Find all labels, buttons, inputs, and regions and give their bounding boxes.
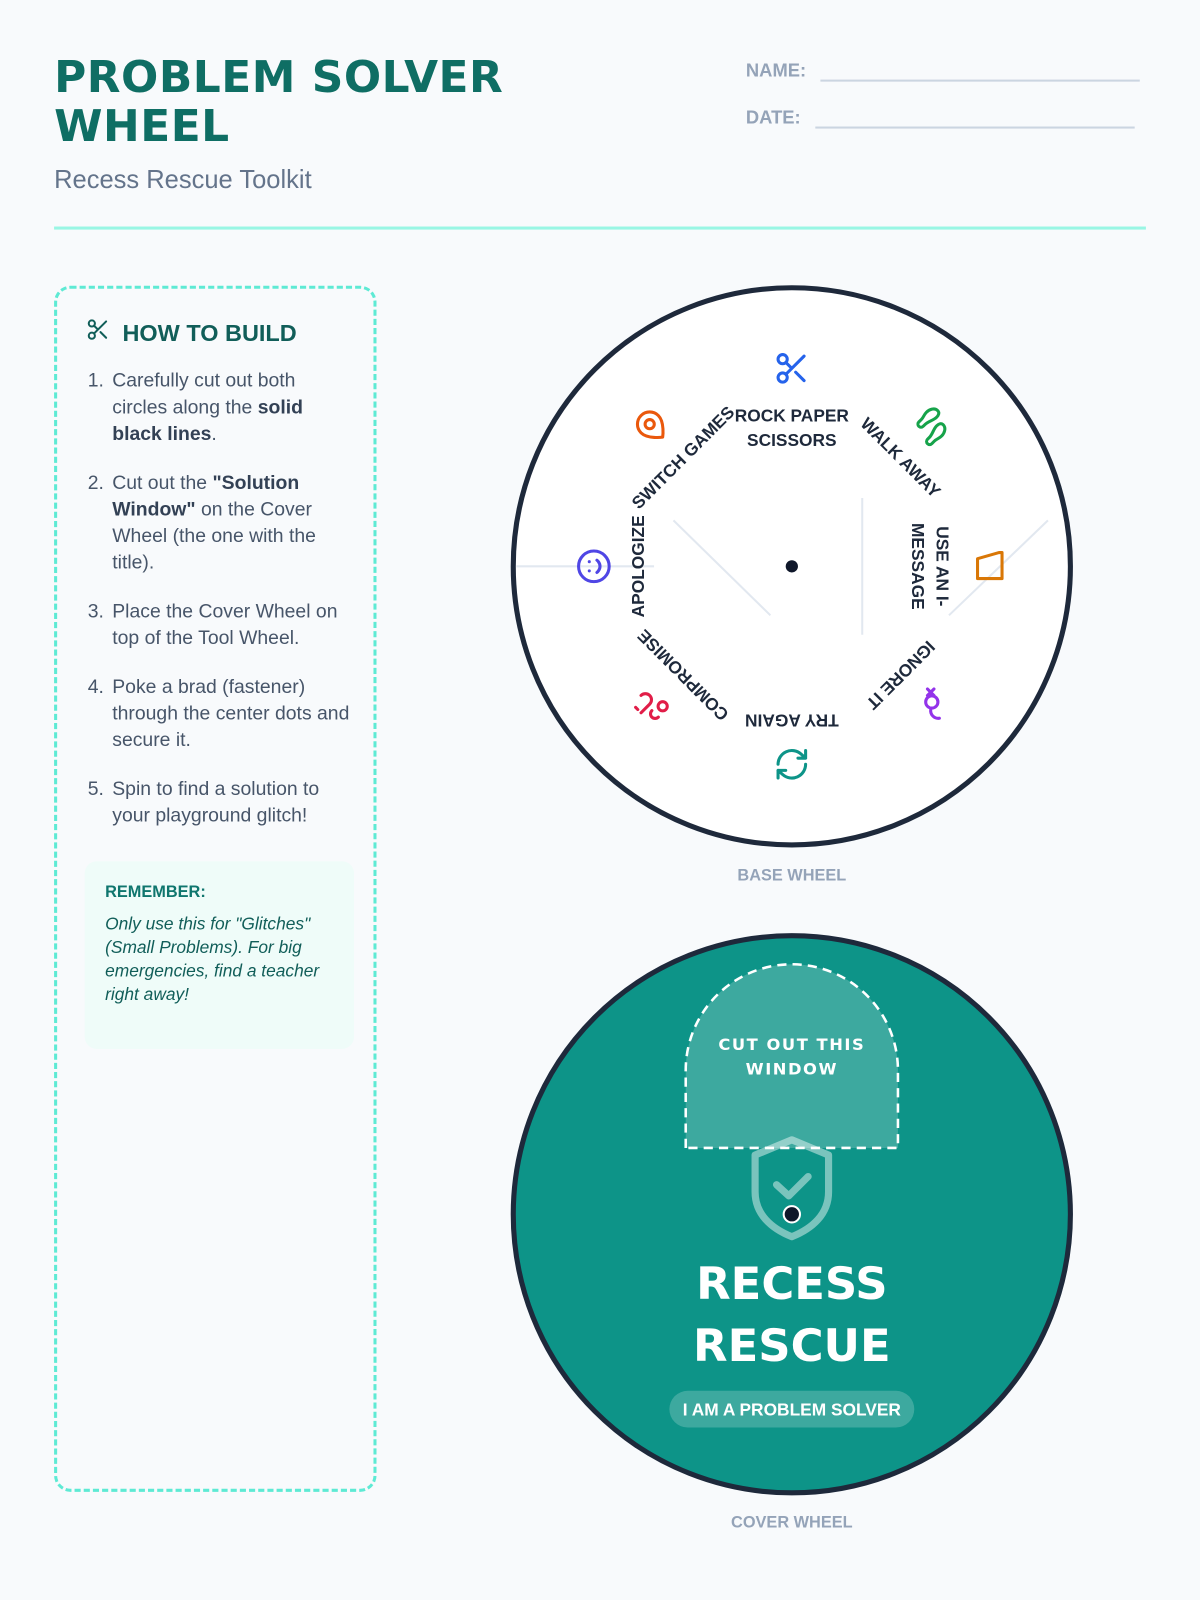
wheel-item: USE AN I-MESSAGE <box>908 523 1004 610</box>
wheel-item: TRY AGAIN <box>745 710 839 780</box>
wheel-item: ROCK PAPER SCISSORS <box>735 353 850 450</box>
step-number: 3. <box>87 601 104 623</box>
header-divider <box>54 226 1146 230</box>
wheel-item-label: ROCK PAPER <box>735 405 850 425</box>
step-text-part: Spin to find a solution to your playgrou… <box>112 778 320 827</box>
page-title: PROBLEM SOLVER WHEEL <box>54 52 504 153</box>
instruction-step: 3. Place the Cover Wheel on top of the To… <box>88 599 355 652</box>
instruction-step: 5. Spin to find a solution to your playgr… <box>88 777 355 830</box>
step-emphasis: "Solution Window" <box>112 472 300 521</box>
wheel-item-label: USE AN I- <box>933 526 953 606</box>
wheel-item-label: APOLOGIZE <box>628 515 648 617</box>
step-emphasis: solid black lines <box>112 396 303 445</box>
base-wheel-caption: BASE WHEEL <box>737 867 847 885</box>
shield-check-icon <box>751 1136 833 1241</box>
ignore-icon <box>924 687 941 720</box>
name-label: NAME: <box>745 60 807 81</box>
step-text: Spin to find a solution to your playgrou… <box>112 777 355 830</box>
center-dot <box>782 1205 802 1224</box>
remember-text: Only use this for "Glitches" (Small Prob… <box>105 914 320 1005</box>
step-text-part: on the Cover Wheel (the one with the tit… <box>112 498 316 574</box>
wheel-item-label: SCISSORS <box>747 430 837 450</box>
date-label: DATE: <box>745 107 801 128</box>
wheel-item: APOLOGIZE <box>577 515 648 617</box>
name-input-line[interactable] <box>820 59 1140 82</box>
page-subtitle: Recess Rescue Toolkit <box>54 165 312 194</box>
step-number: 1. <box>87 370 104 392</box>
wheel-item-label: TRY AGAIN <box>745 710 839 730</box>
step-text: Cut out the "Solution Window" on the Cov… <box>112 470 355 576</box>
smile-icon <box>577 549 611 584</box>
cover-wheel-caption: COVER WHEEL <box>731 1514 853 1532</box>
name-field: NAME: <box>745 59 1140 82</box>
step-text-part: Place the Cover Wheel on top of the Tool… <box>112 601 338 649</box>
step-text: Place the Cover Wheel on top of the Tool… <box>112 599 355 652</box>
sector-guides <box>516 497 1049 635</box>
cover-title-line-2: RESCUE <box>693 1319 891 1372</box>
window-label-line-2: WINDOW <box>746 1059 838 1078</box>
scissors-icon <box>776 353 806 384</box>
step-number: 2. <box>87 472 104 494</box>
footprints-icon <box>916 407 947 447</box>
step-text-part: Carefully cut out both circles along the <box>112 370 296 419</box>
remember-heading: REMEMBER: <box>105 883 206 902</box>
scissors-icon <box>86 317 110 348</box>
instruction-step: 1. Carefully cut out both circles along t… <box>88 368 355 448</box>
wheel-item-label: MESSAGE <box>908 523 928 610</box>
handshake-icon <box>634 692 669 720</box>
step-text-part: . <box>211 423 217 445</box>
remember-note: REMEMBER: Only use this for "Glitches" (… <box>84 861 355 1049</box>
date-input-line[interactable] <box>814 106 1135 129</box>
instructions-heading-text: HOW TO BUILD <box>122 318 297 346</box>
step-text: Poke a brad (fastener) through the cente… <box>112 674 355 754</box>
problem-solver-badge-text: I AM A PROBLEM SOLVER <box>683 1399 902 1419</box>
cover-wheel[interactable]: CUT OUT THIS WINDOW RECESS RESCUE I AM A… <box>506 929 1077 1500</box>
instructions-panel: HOW TO BUILD 1. Carefully cut out both ci… <box>54 285 377 1492</box>
date-field: DATE: <box>745 106 1135 129</box>
instruction-step: 2. Cut out the "Solution Window" on the C… <box>88 470 355 576</box>
instruction-steps: 1. Carefully cut out both circles along t… <box>88 368 355 852</box>
step-text-part: Poke a brad (fastener) through the cente… <box>112 676 350 752</box>
refresh-icon <box>776 748 808 780</box>
instruction-step: 4. Poke a brad (fastener) through the cen… <box>88 674 355 754</box>
map-pin-icon <box>635 410 665 440</box>
step-text-part: Cut out the <box>112 472 213 494</box>
solution-window[interactable] <box>684 963 900 1150</box>
step-number: 4. <box>87 676 104 698</box>
step-number: 5. <box>87 778 104 800</box>
message-icon <box>976 551 1004 581</box>
cover-title-line-1: RECESS <box>696 1257 887 1310</box>
instructions-heading: HOW TO BUILD <box>86 317 297 348</box>
step-text: Carefully cut out both circles along the… <box>112 368 355 448</box>
center-dot <box>785 560 798 573</box>
problem-solver-badge <box>669 1390 915 1428</box>
window-label-line-1: CUT OUT THIS <box>718 1035 865 1054</box>
